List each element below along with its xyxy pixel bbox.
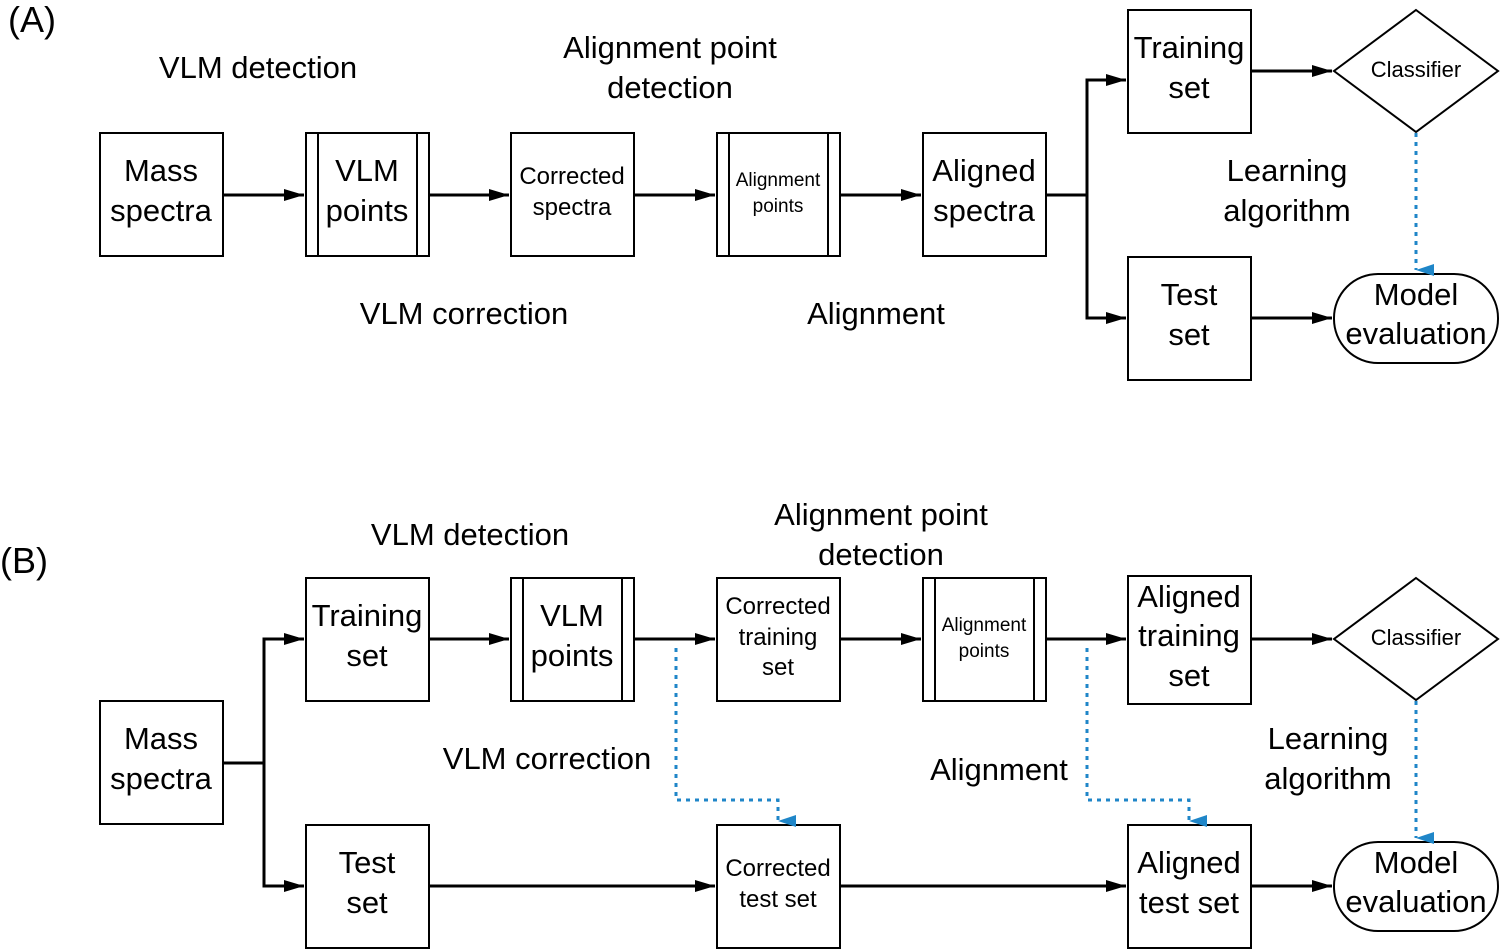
- a-box-corrected-spectra: Corrected spectra: [510, 132, 635, 257]
- b-aligned-training-line1: Aligned: [1137, 579, 1240, 614]
- a-arrow-to-training: [1085, 74, 1126, 195]
- b-arrow-to-test: [262, 763, 304, 892]
- a-box-aligned-spectra: Aligned spectra: [922, 132, 1047, 257]
- a-mass-spectra-line1: Mass: [124, 153, 198, 188]
- b-corrected-test-line2: test set: [739, 886, 817, 913]
- b-dotted-alignment: [1085, 648, 1207, 827]
- a-model-evaluation-line2: evaluation: [1345, 316, 1486, 351]
- b-corrected-test-line1: Corrected: [725, 855, 830, 882]
- b-corrected-training-line2: training: [739, 624, 818, 651]
- a-vlm-points-line1: VLM: [335, 153, 399, 188]
- a-step-vlm-correction: VLM correction: [360, 296, 568, 331]
- panel-a-label: (A): [8, 0, 56, 40]
- b-test-set-line2: set: [346, 885, 388, 920]
- a-mass-spectra-line2: spectra: [110, 193, 212, 228]
- b-arrows: [223, 633, 1332, 892]
- b-aligned-test-line2: test set: [1139, 885, 1239, 920]
- b-aligned-training-line3: set: [1168, 658, 1210, 693]
- b-step-alignment-point-detection-line2: detection: [818, 537, 944, 572]
- panel-a: (A) VLM detection Alignment point detect…: [8, 0, 1500, 381]
- b-box-test-set: Test set: [305, 824, 430, 949]
- a-aligned-spectra-line2: spectra: [933, 193, 1035, 228]
- a-step-learning-algorithm-line1: Learning: [1227, 153, 1348, 188]
- b-training-set-line1: Training: [312, 598, 423, 633]
- b-node-classifier: Classifier: [1332, 576, 1500, 702]
- b-node-model-evaluation: Model evaluation: [1333, 841, 1499, 932]
- b-step-alignment-point-detection-line1: Alignment point: [774, 497, 988, 532]
- b-model-evaluation-line2: evaluation: [1345, 884, 1486, 919]
- a-classifier-label: Classifier: [1371, 57, 1461, 82]
- a-box-mass-spectra: Mass spectra: [99, 132, 224, 257]
- b-dotted-arrows: [674, 648, 1434, 844]
- a-corrected-spectra-line1: Corrected: [519, 163, 624, 190]
- b-test-set-line1: Test: [339, 845, 396, 880]
- b-step-learning-algorithm-line2: algorithm: [1264, 761, 1392, 796]
- b-training-set-line2: set: [346, 638, 388, 673]
- a-box-test-set: Test set: [1127, 256, 1252, 381]
- a-box-alignment-points: Alignment points: [716, 132, 841, 257]
- b-mass-spectra-line2: spectra: [110, 761, 212, 796]
- b-classifier-label: Classifier: [1371, 625, 1461, 650]
- a-test-set-line1: Test: [1161, 277, 1218, 312]
- a-step-alignment-point-detection-line2: detection: [607, 70, 733, 105]
- b-corrected-training-line1: Corrected: [725, 593, 830, 620]
- a-corrected-spectra-line2: spectra: [533, 194, 612, 221]
- b-box-mass-spectra: Mass spectra: [99, 700, 224, 825]
- a-node-model-evaluation: Model evaluation: [1333, 273, 1499, 364]
- b-model-evaluation-line1: Model: [1374, 845, 1458, 880]
- b-box-corrected-training-set: Corrected training set: [716, 577, 841, 702]
- b-mass-spectra-line1: Mass: [124, 721, 198, 756]
- b-corrected-training-line3: set: [762, 654, 794, 681]
- a-arrows: [223, 65, 1332, 324]
- a-step-learning-algorithm-line2: algorithm: [1223, 193, 1351, 228]
- b-box-alignment-points: Alignment points: [922, 577, 1047, 702]
- a-arrow-to-test: [1085, 195, 1126, 324]
- a-box-vlm-points: VLM points: [305, 132, 430, 257]
- a-aligned-spectra-line1: Aligned: [932, 153, 1035, 188]
- b-step-vlm-correction: VLM correction: [443, 741, 651, 776]
- b-dotted-vlm-correction: [674, 648, 796, 827]
- a-test-set-line2: set: [1168, 317, 1210, 352]
- b-box-aligned-training-set: Aligned training set: [1127, 575, 1252, 705]
- b-step-learning-algorithm-line1: Learning: [1268, 721, 1389, 756]
- a-training-set-line2: set: [1168, 70, 1210, 105]
- b-arrow-to-training: [262, 633, 304, 763]
- b-vlm-points-line2: points: [531, 638, 614, 673]
- a-training-set-line1: Training: [1134, 30, 1245, 65]
- a-node-classifier: Classifier: [1332, 8, 1500, 134]
- b-aligned-test-line1: Aligned: [1137, 845, 1240, 880]
- a-step-vlm-detection: VLM detection: [159, 50, 357, 85]
- a-alignment-points-line1: Alignment: [736, 170, 821, 191]
- b-box-vlm-points: VLM points: [510, 577, 635, 702]
- b-step-vlm-detection: VLM detection: [371, 517, 569, 552]
- a-step-alignment: Alignment: [807, 296, 945, 331]
- panel-b: (B) VLM detection Alignment point detect…: [0, 497, 1500, 949]
- a-step-alignment-point-detection-line1: Alignment point: [563, 30, 777, 65]
- b-vlm-points-line1: VLM: [540, 598, 604, 633]
- b-aligned-training-line2: training: [1138, 618, 1240, 653]
- a-model-evaluation-line1: Model: [1374, 277, 1458, 312]
- a-vlm-points-line2: points: [326, 193, 409, 228]
- b-alignment-points-line2: points: [959, 641, 1010, 662]
- b-box-corrected-test-set: Corrected test set: [716, 824, 841, 949]
- a-box-training-set: Training set: [1127, 9, 1252, 134]
- b-box-training-set: Training set: [305, 577, 430, 702]
- a-alignment-points-line2: points: [753, 196, 804, 217]
- panel-b-label: (B): [0, 540, 48, 581]
- b-step-alignment: Alignment: [930, 752, 1068, 787]
- b-box-aligned-test-set: Aligned test set: [1127, 824, 1252, 949]
- b-alignment-points-line1: Alignment: [942, 615, 1027, 636]
